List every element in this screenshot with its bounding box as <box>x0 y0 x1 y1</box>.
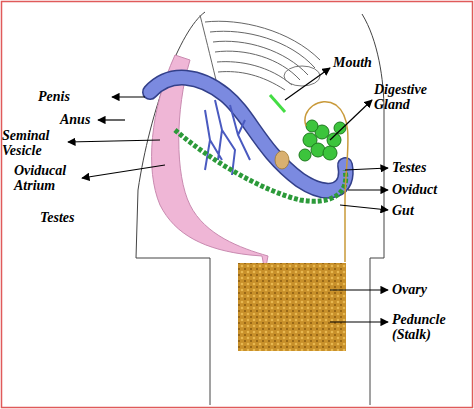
cirrus <box>213 41 308 75</box>
leader-arrow <box>330 321 388 322</box>
part-label: Peduncle (Stalk) <box>392 312 464 342</box>
leader-arrow <box>330 100 372 140</box>
digestive-gland <box>299 120 346 161</box>
part-label: Testes <box>40 210 74 225</box>
leader-arrow <box>82 165 165 178</box>
oviduct-line <box>305 102 348 262</box>
gut <box>175 130 346 201</box>
part-label: Ovary <box>392 282 427 297</box>
cirrus <box>200 15 216 80</box>
tan-body <box>275 151 289 169</box>
mouth-duct <box>270 95 285 112</box>
leader-arrow <box>345 168 388 170</box>
part-label: Seminal Vesicle <box>2 128 64 158</box>
leader-arrow <box>112 96 145 97</box>
part-label: Digestive Gland <box>374 82 446 112</box>
leader-arrow <box>348 189 388 190</box>
cirrus <box>205 21 320 60</box>
part-label: Oviducal Atrium <box>14 163 80 193</box>
ovary <box>238 263 346 351</box>
gland-lobe <box>334 122 346 134</box>
gland-lobe <box>323 146 337 160</box>
cirrus <box>210 31 315 68</box>
leader-arrow <box>285 68 330 100</box>
cirrus <box>217 62 292 85</box>
leader-arrow <box>98 119 125 120</box>
leader-arrow <box>68 140 160 142</box>
leader-arrow <box>330 289 388 290</box>
mouth-loop <box>284 66 320 86</box>
gland-lobe <box>306 120 318 132</box>
testes-branches <box>205 100 250 175</box>
part-label: Oviduct <box>392 182 437 197</box>
part-label: Penis <box>38 89 70 104</box>
part-label: Anus <box>60 112 90 127</box>
part-label: Mouth <box>333 55 372 70</box>
leader-arrow <box>340 205 388 210</box>
gland-lobe <box>299 149 311 161</box>
gland-lobe <box>327 133 341 147</box>
cirrus <box>215 51 300 80</box>
part-label: Testes <box>392 160 426 175</box>
part-label: Gut <box>392 203 414 218</box>
